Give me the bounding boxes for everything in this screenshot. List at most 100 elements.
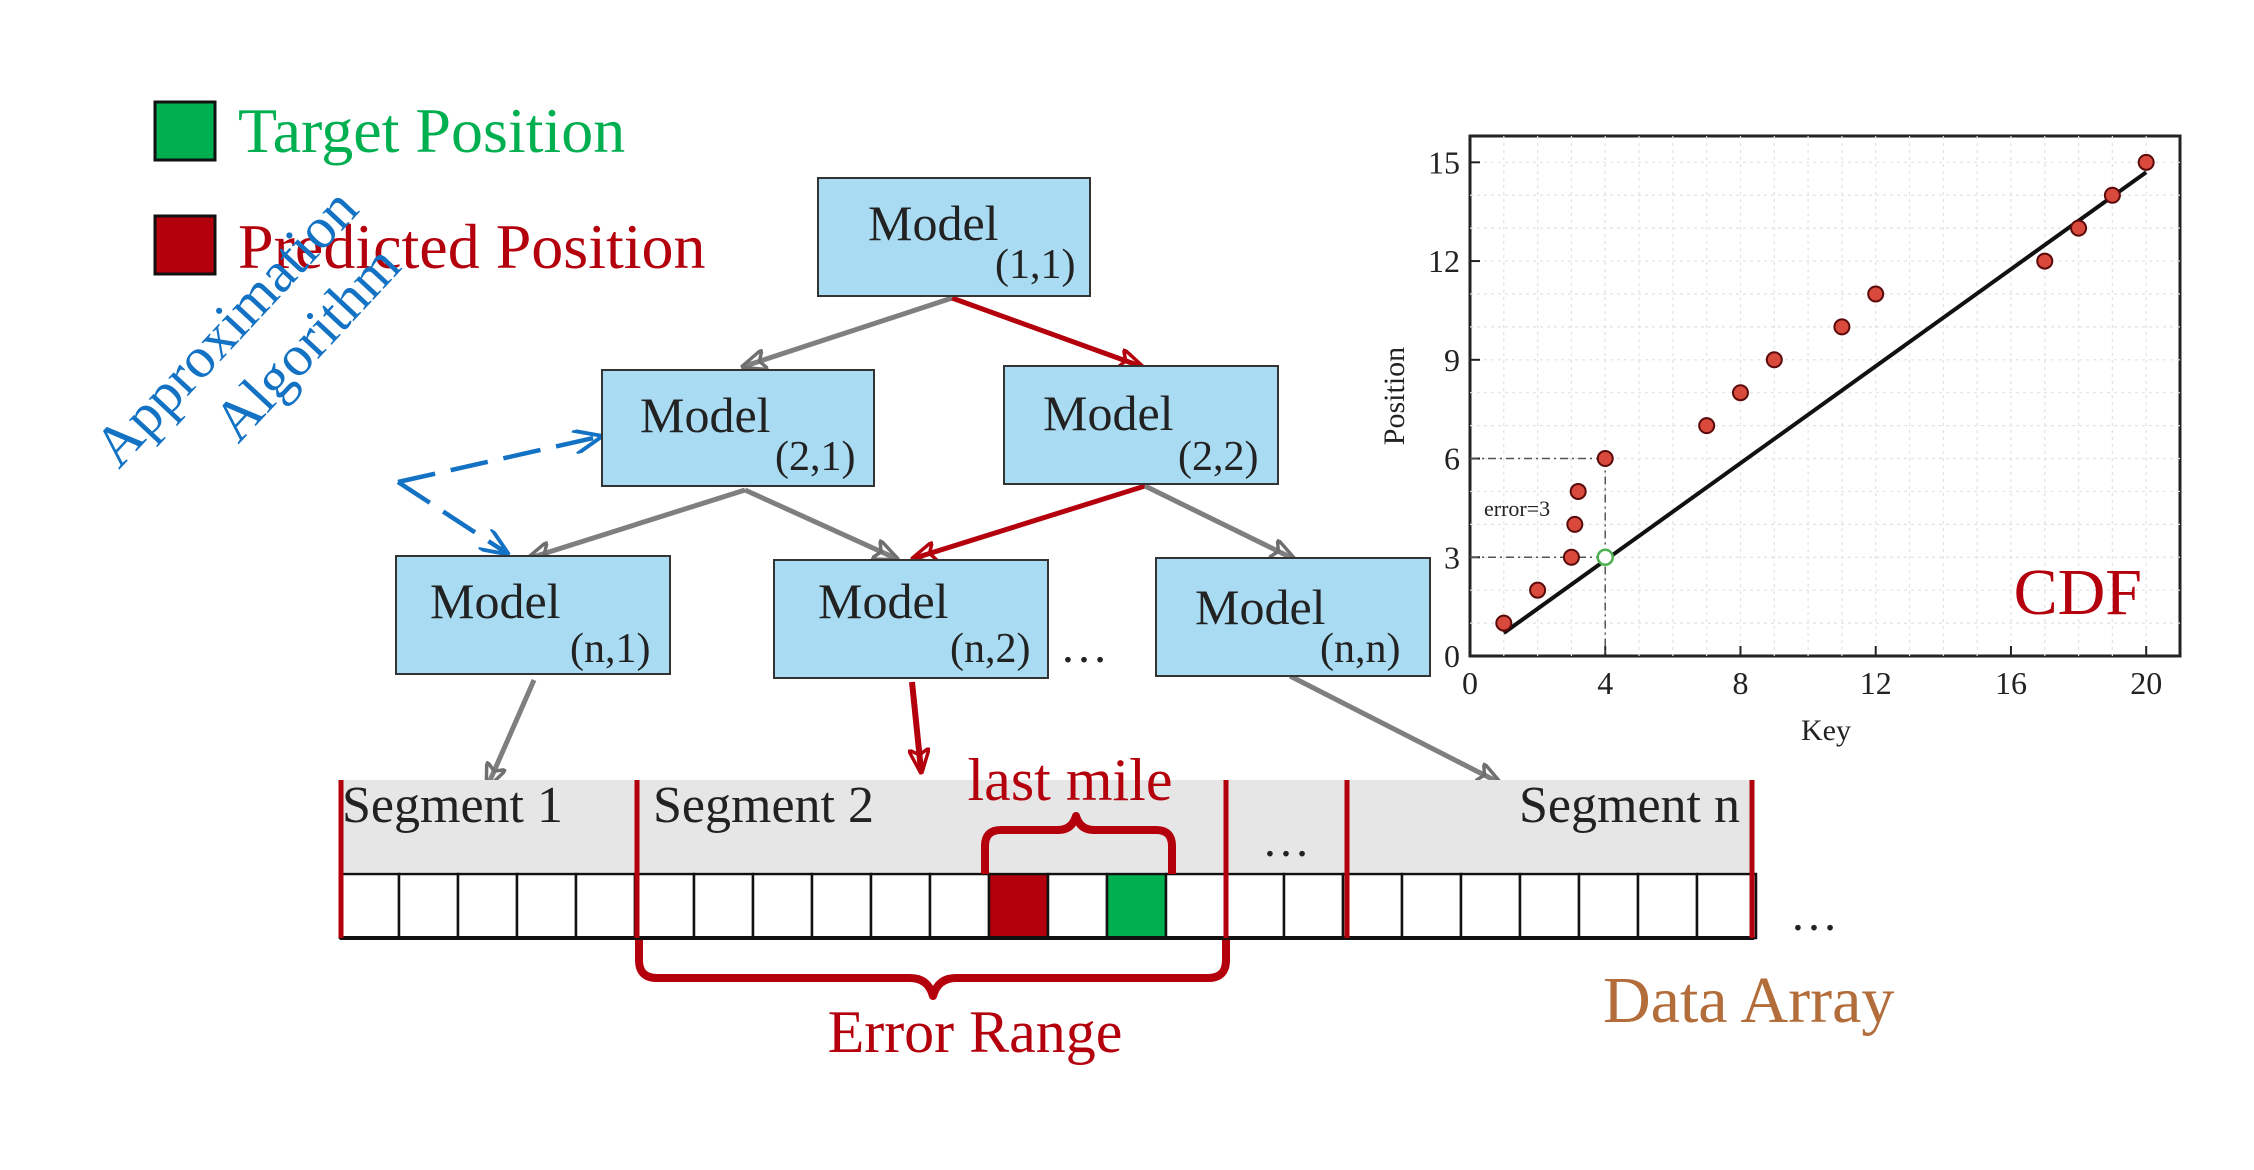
array-cell xyxy=(515,872,578,940)
edge-nn-segn xyxy=(1288,673,1498,782)
approx-arrow-upper xyxy=(397,437,598,485)
y-tick-label: 9 xyxy=(1444,342,1460,378)
array-cell xyxy=(1046,872,1109,940)
data-array: Segment 1 Segment 2 … Segment n … xyxy=(338,777,1838,941)
array-cell xyxy=(1518,872,1581,940)
model-box-2-1: Model (2,1) xyxy=(601,369,875,487)
edge-11-22 xyxy=(951,295,1140,366)
model-2-2-name: Model xyxy=(1043,385,1174,441)
error-range-brace: Error Range xyxy=(635,940,1230,1065)
x-tick-label: 16 xyxy=(1995,665,2027,701)
last-mile-label: last mile xyxy=(968,747,1173,813)
model-1-1-name: Model xyxy=(868,195,999,251)
x-tick-label: 4 xyxy=(1597,665,1613,701)
array-cell xyxy=(810,872,873,940)
legend-predicted-label: Predicted Position xyxy=(238,211,706,282)
legend: Target Position Predicted Position xyxy=(153,95,706,282)
cdf-plot-area xyxy=(1468,134,2182,658)
array-cell xyxy=(633,872,696,940)
array-cell xyxy=(1400,872,1463,940)
data-point xyxy=(1765,351,1783,369)
cdf-points xyxy=(1495,153,2155,632)
array-cell xyxy=(397,872,460,940)
predicted-point xyxy=(1596,548,1614,567)
array-cell xyxy=(1695,872,1758,940)
data-point xyxy=(1596,450,1614,468)
segment-2-label: Segment 2 xyxy=(653,777,874,834)
data-array-cells xyxy=(338,872,1758,940)
error-range-label: Error Range xyxy=(828,999,1123,1065)
approx-arrow-lower xyxy=(396,480,505,552)
x-tick-label: 8 xyxy=(1732,665,1748,701)
predicted-swatch xyxy=(153,214,217,276)
target-swatch xyxy=(153,100,217,162)
array-cell xyxy=(928,872,991,940)
data-point xyxy=(2103,186,2121,204)
model-row-ellipsis: … xyxy=(1060,620,1108,673)
array-cell xyxy=(692,872,755,940)
model-box-n-2: Model (n,2) xyxy=(773,559,1049,679)
cdf-error-guides xyxy=(1470,457,1606,656)
cdf-title: CDF xyxy=(2014,556,2142,629)
array-cell xyxy=(574,872,637,940)
model-n-1-sub: (n,1) xyxy=(570,626,650,672)
model-box-2-2: Model (2,2) xyxy=(1003,365,1279,485)
model-n-n-name: Model xyxy=(1195,579,1326,635)
segment-1-label: Segment 1 xyxy=(342,777,563,834)
model-n-n-sub: (n,n) xyxy=(1320,626,1400,672)
x-tick-label: 12 xyxy=(1860,665,1892,701)
y-tick-label: 0 xyxy=(1444,638,1460,674)
array-cell xyxy=(751,872,814,940)
data-point xyxy=(2036,252,2054,270)
cdf-ylabel: Position xyxy=(1378,347,1411,445)
edge-22-nn xyxy=(1143,483,1292,558)
data-point xyxy=(1529,581,1547,599)
array-cell xyxy=(456,872,519,940)
legend-target-label: Target Position xyxy=(238,95,625,166)
segment-ellipsis: … xyxy=(1262,814,1310,867)
model-2-2-sub: (2,2) xyxy=(1178,434,1258,480)
data-point xyxy=(1867,285,1885,303)
model-n-2-sub: (n,2) xyxy=(950,626,1030,672)
data-array-label: Data Array xyxy=(1603,964,1894,1037)
array-trailing-ellipsis: … xyxy=(1790,888,1838,941)
data-point xyxy=(1833,318,1851,336)
segment-n-label: Segment n xyxy=(1519,777,1740,834)
cdf-annotation: error=3 xyxy=(1484,496,1550,521)
edge-n1-seg1 xyxy=(488,678,537,785)
edge-22-n2 xyxy=(915,483,1146,558)
array-cell xyxy=(1282,872,1345,940)
y-tick-label: 3 xyxy=(1444,539,1460,575)
data-point xyxy=(1698,417,1716,435)
edge-21-n2 xyxy=(743,487,895,558)
x-tick-label: 0 xyxy=(1462,665,1478,701)
array-cell xyxy=(1577,872,1640,940)
model-box-1-1: Model (1,1) xyxy=(817,177,1091,297)
data-point xyxy=(2137,153,2155,171)
array-cell xyxy=(1636,872,1699,940)
array-cell xyxy=(1459,872,1522,940)
edge-21-n1 xyxy=(530,487,746,558)
model-box-n-n: Model (n,n) xyxy=(1155,557,1431,677)
data-point xyxy=(1731,384,1749,402)
model-n-2-name: Model xyxy=(818,573,949,629)
model-2-1-name: Model xyxy=(640,387,771,443)
cdf-xlabel: Key xyxy=(1801,714,1851,747)
x-tick-label: 20 xyxy=(2130,665,2162,701)
edge-n2-seg2 xyxy=(912,681,921,770)
array-cell xyxy=(1164,872,1227,940)
y-tick-label: 12 xyxy=(1428,243,1460,279)
data-point xyxy=(1562,548,1580,566)
target-cell xyxy=(1105,872,1168,940)
array-cell xyxy=(869,872,932,940)
last-mile-brace: last mile xyxy=(968,747,1176,874)
data-point xyxy=(1566,515,1584,533)
model-box-n-1: Model (n,1) xyxy=(395,555,671,675)
model-2-1-sub: (2,1) xyxy=(775,434,855,480)
approximation-arrows xyxy=(396,437,598,552)
data-point xyxy=(1569,482,1587,500)
tree-edges xyxy=(488,295,1498,785)
